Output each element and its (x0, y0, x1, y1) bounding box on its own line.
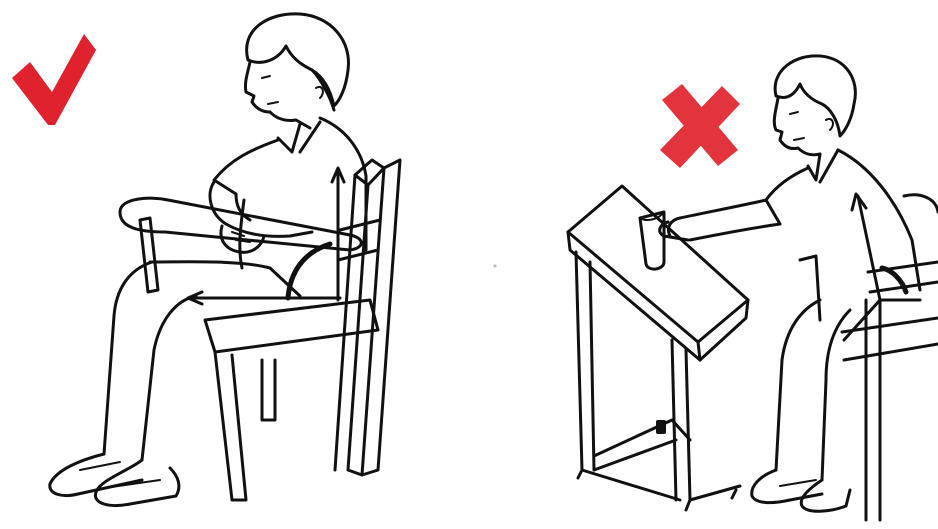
cross-icon (660, 84, 740, 168)
incorrect-posture-panel (568, 56, 938, 520)
checkmark-icon (12, 34, 96, 125)
chair-left (120, 160, 400, 500)
correct-posture-panel (12, 14, 400, 506)
speck (494, 265, 497, 268)
person-left (50, 14, 366, 506)
